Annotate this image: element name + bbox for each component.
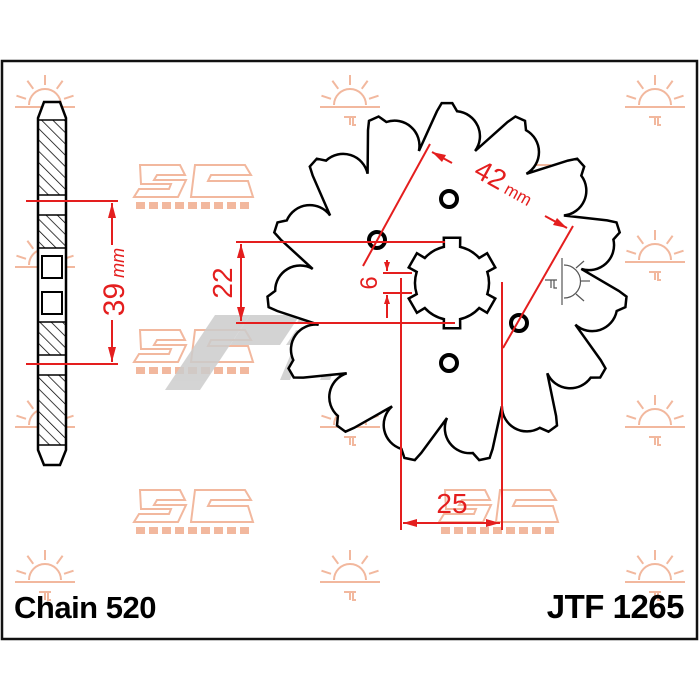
svg-text:6: 6 (356, 276, 383, 289)
bolt-holes (367, 189, 529, 373)
bolt-hole (439, 189, 459, 209)
svg-text:25: 25 (436, 488, 467, 519)
bolt-hole (367, 230, 387, 250)
bolt-hole (509, 313, 529, 333)
dimension-39mm: 39mm (26, 200, 131, 365)
jt-symbol (545, 258, 590, 305)
svg-text:39mm: 39mm (98, 248, 131, 316)
drawing-frame (0, 59, 699, 641)
sun-watermark-icon (320, 75, 380, 126)
sprockets-watermark-logo (132, 489, 255, 534)
dimension-25: 25 (400, 278, 503, 530)
bolt-hole (439, 353, 459, 373)
dimension-42mm: 42mm (362, 143, 574, 349)
sun-watermark-icon (625, 230, 685, 281)
sun-watermark-icon (625, 550, 685, 601)
sun-watermark-icon (625, 395, 685, 446)
sun-watermark-icon (15, 550, 75, 601)
chain-size-label: Chain 520 (14, 590, 156, 625)
spline-hole (406, 236, 498, 330)
dimension-22: 22 (207, 241, 455, 324)
sprocket-side-view (36, 100, 68, 467)
part-number-label: JTF 1265 (546, 588, 685, 625)
dimension-6: 6 (356, 260, 412, 318)
sun-watermark-icon (320, 550, 380, 601)
svg-text:22: 22 (207, 267, 238, 298)
sprockets-watermark-logo (132, 164, 255, 209)
sun-watermark-icon (625, 75, 685, 126)
